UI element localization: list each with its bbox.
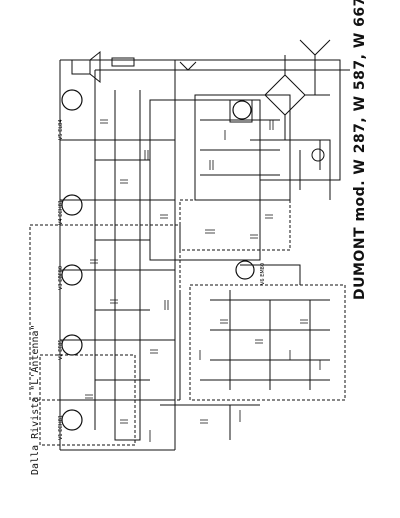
schematic-title: DUMONT mod. W 287, W 587, W 667	[352, 0, 368, 300]
tube-label-v3: V3 EBF80	[58, 265, 64, 290]
tube-label-v5: V5 EL84	[58, 119, 64, 141]
tube-label-v1: V1 ECH81	[58, 415, 64, 440]
tube-label-v4: V4 ECH81	[58, 200, 64, 225]
source-credit: Dalla Rivista "L'Antenna"	[30, 324, 41, 475]
tube-label-v6: V6 EM80	[260, 262, 266, 285]
tube-label-v2: V2 EF85	[58, 339, 64, 360]
